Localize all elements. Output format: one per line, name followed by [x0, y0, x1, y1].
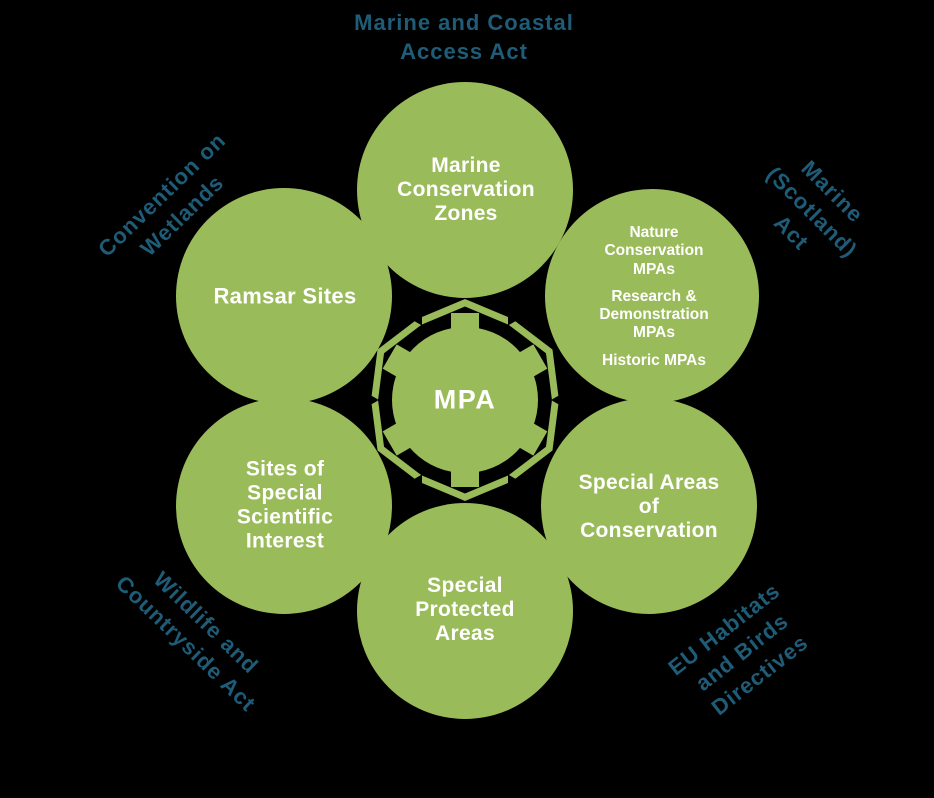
petal-circle-bottom-right [541, 398, 757, 614]
center-circle [392, 327, 538, 473]
cycle-arrow-bottom-left [371, 400, 422, 479]
cycle-arrows [371, 299, 559, 501]
petal-label-ramsar-sites: Ramsar Sites [213, 283, 357, 309]
petal-circle-top [357, 82, 573, 298]
petal-circle-top-right [545, 189, 759, 403]
petal-label-special-protected-areas: Special Protected Areas [415, 573, 515, 646]
cycle-arrow-bottom [422, 463, 508, 501]
petal-label-historic-mpas: Historic MPAs [602, 351, 706, 369]
petal-label-sites-of-special-scientific-interest: Sites of Special Scientific Interest [236, 457, 334, 554]
petal-circles [176, 82, 759, 719]
petal-label-marine-conservation-zones: Marine Conservation Zones [397, 153, 535, 226]
petal-circle-bottom [357, 503, 573, 719]
cycle-arrow-top-right [508, 321, 559, 400]
petal-label-special-areas-of-conservation: Special Areas of Conservation [578, 470, 720, 543]
petal-label-nature-conservation-mpas: Nature Conservation MPAs [604, 224, 704, 278]
label-marine-coastal-access-act: Marine and Coastal Access Act [354, 9, 574, 64]
petal-circle-top-left [176, 188, 392, 404]
cycle-arrow-bottom-right [508, 400, 559, 479]
cycle-arrow-top-left [371, 321, 422, 400]
petal-label-scotland-mpas: Nature Conservation MPAs Research & Demo… [599, 224, 708, 370]
petal-label-research-demonstration-mpas: Research & Demonstration MPAs [599, 287, 709, 342]
cycle-arrow-top [422, 299, 508, 337]
center-label-mpa: MPA [433, 384, 497, 415]
petal-circle-bottom-left [176, 398, 392, 614]
